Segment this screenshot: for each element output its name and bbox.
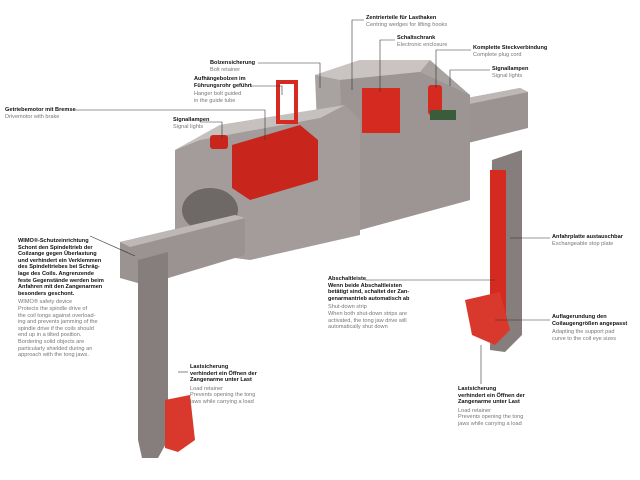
label-shutdown-strip: Abschaltleiste Wenn beide Abschaltleiste… [328,276,410,331]
label-stop-plate: Anfahrplatte austauschbar Exchangeable s… [552,234,623,247]
left-support-pad [165,395,195,452]
right-stop-plate [490,170,506,320]
label-load-retainer-right: Lastsicherung verhindert ein Öffnen der … [458,386,525,427]
label-hanger-bolt: Aufhängebolzen im Führungsrohr geführt H… [194,76,252,104]
drive-motor [232,125,318,200]
left-tong-arm [138,252,168,458]
label-plug-cord: Komplette Steckverbindung Complete plug … [473,45,548,58]
label-support-pad: Auflagerundung den Coilaugengrößen angep… [552,314,628,342]
label-drive-motor: Getriebemotor mit Bremse Drivemotor with… [5,107,76,120]
label-wimo-safety-device: WIMO®-Schutzeinrichtung Schont den Spind… [18,238,104,359]
signal-lights-right [428,85,442,115]
label-load-retainer-left: Lastsicherung verhindert ein Öffnen der … [190,364,257,405]
label-electronic-enclosure: Schaltschrank Electronic enclosure [397,35,448,48]
label-bolt-retainer: Bolzensicherung Bolt retainer [210,60,256,73]
signal-lights-left [210,135,228,149]
label-centering-wedges: Zentrierteile für Lasthaken Centring wed… [366,15,448,28]
leader-lines [75,19,550,384]
bolt-retainer [276,80,298,124]
electronic-enclosure [362,88,400,133]
label-signal-lights-right: Signallampen Signal lights [492,66,529,79]
right-support-pad [465,292,510,345]
label-signal-lights-left: Signallampen Signal lights [173,117,210,130]
